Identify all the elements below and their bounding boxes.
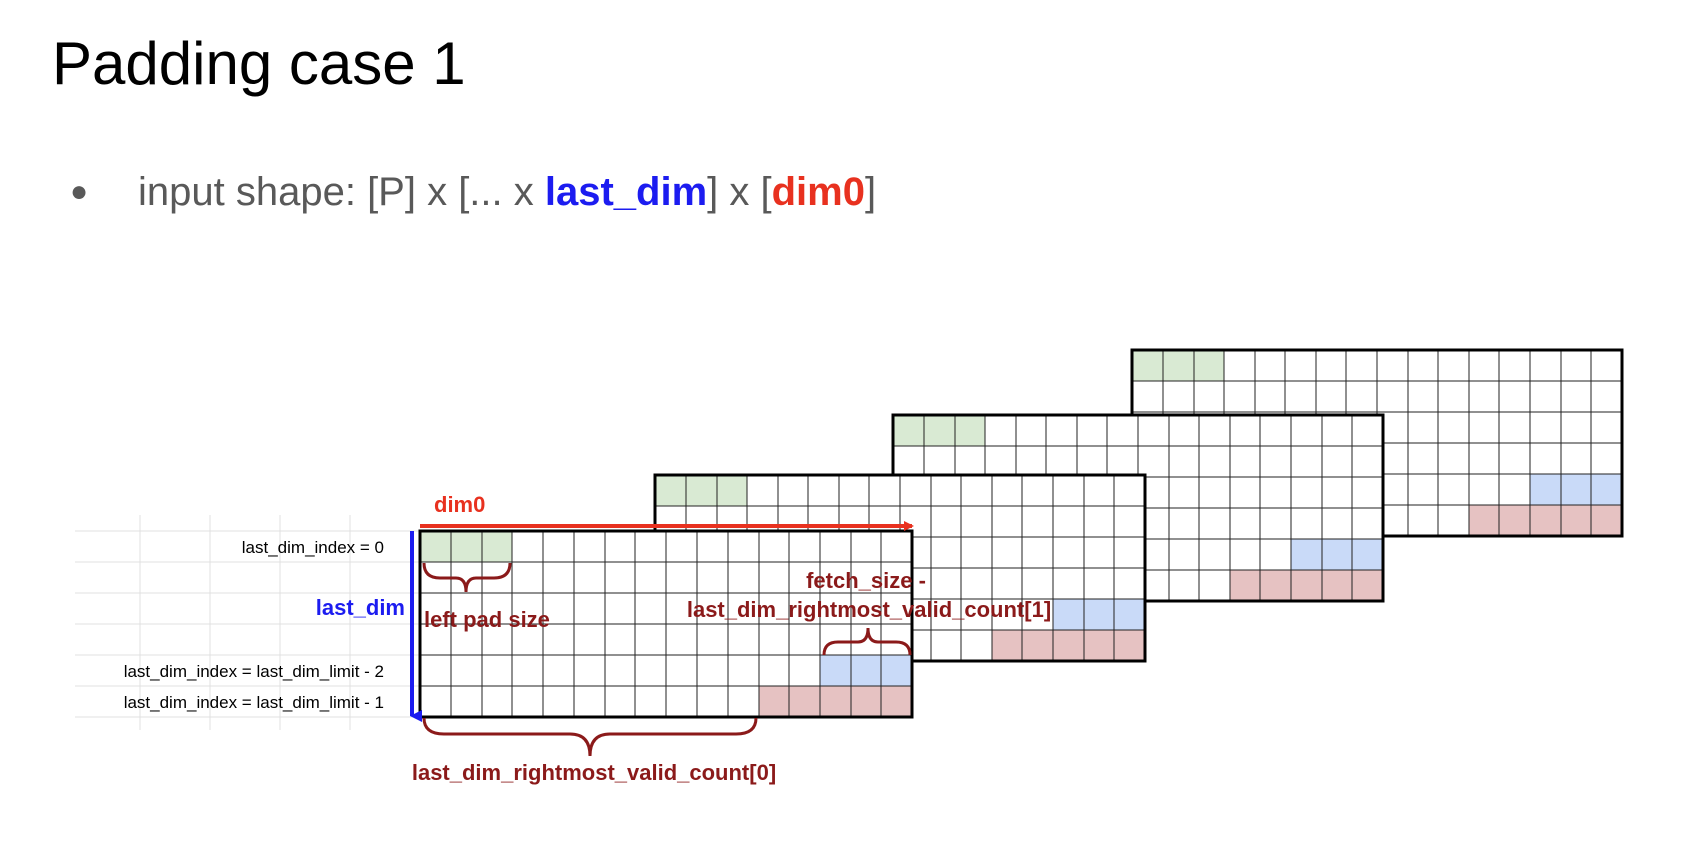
bullet-last-dim-text: last_dim <box>544 170 708 214</box>
left-pad-label: left pad size <box>424 607 550 632</box>
bullet-dot-icon: ● <box>70 175 89 208</box>
bullet-middle-text: ] x [ <box>707 170 772 214</box>
row-label-last: last_dim_index = last_dim_limit - 1 <box>124 693 384 712</box>
bullet-dim0-text: dim0 <box>771 170 865 214</box>
fetch-size-label-line2: last_dim_rightmost_valid_count[1] <box>687 597 1051 622</box>
input-shape-bullet: ● input shape: [P] x [... x last_dim] x [… <box>70 166 876 218</box>
bullet-prefix-text: input shape: [P] x [... x <box>138 170 545 214</box>
row-label-second-last: last_dim_index = last_dim_limit - 2 <box>124 662 384 681</box>
slide-title: Padding case 1 <box>52 30 466 97</box>
background-gridlines <box>75 515 420 730</box>
dim0-axis-label: dim0 <box>434 492 485 517</box>
grid-layer-1-front <box>418 529 914 719</box>
rightmost-valid-count-brace-icon <box>422 717 758 757</box>
bullet-suffix-text: ] <box>864 170 877 214</box>
row-label-first: last_dim_index = 0 <box>242 538 384 557</box>
rightmost-valid-count-label: last_dim_rightmost_valid_count[0] <box>412 760 776 785</box>
left-pad-brace-icon <box>422 562 512 593</box>
last-dim-axis-label: last_dim <box>316 595 405 620</box>
fetch-size-brace-icon <box>822 627 912 656</box>
fetch-size-label-line1: fetch_size - <box>806 568 926 593</box>
